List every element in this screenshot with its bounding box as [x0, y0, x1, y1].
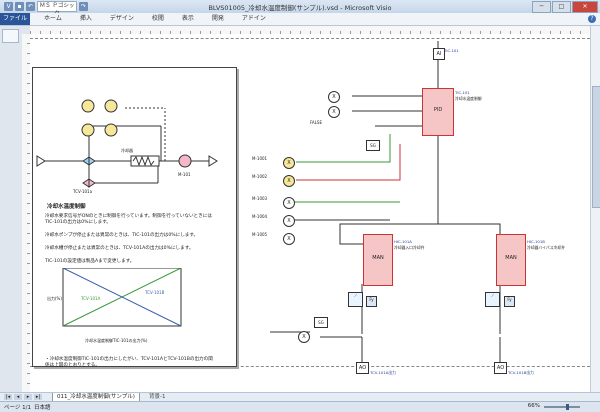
last-page-icon[interactable]: ▸| — [34, 394, 42, 400]
pid-desc: 冷却水温度制御 — [455, 96, 482, 101]
undo-icon[interactable]: ↶ — [26, 2, 35, 11]
tab-addins[interactable]: アドイン — [241, 15, 266, 22]
tab-view[interactable]: 表示 — [181, 15, 194, 22]
file-tab[interactable]: ファイル — [0, 13, 30, 25]
tab-insert[interactable]: 挿入 — [79, 15, 92, 22]
first-page-icon[interactable]: |◂ — [4, 394, 12, 400]
man-label: MAN — [505, 255, 517, 261]
input-tag: M-1005 — [252, 232, 268, 237]
sg-block[interactable]: SG — [314, 317, 328, 328]
tcv-a-tag: TCV-101A出力 — [370, 370, 396, 375]
input-switch[interactable]: X — [328, 91, 340, 103]
series-a-label: TCV-101A — [81, 296, 101, 301]
tab-home[interactable]: ホーム — [44, 15, 62, 22]
vertical-scrollbar[interactable] — [590, 26, 600, 392]
window-controls: ─ □ ✕ — [532, 1, 598, 13]
sg-block[interactable]: SG — [366, 140, 380, 151]
ao-block-a[interactable]: AO — [356, 362, 369, 374]
man-a-desc: 冷却器入口冷却弁 — [394, 245, 425, 250]
tab-background[interactable]: 背景-1 — [149, 394, 166, 400]
page-nav: |◂ ◂ ▸ ▸| — [4, 394, 42, 400]
curve-block-b[interactable]: ⟋ — [485, 292, 500, 307]
window-title: BLVS01005_冷却水温度制御(サンプル).vsd - Microsoft … — [208, 4, 392, 12]
input-tag: M-1004 — [252, 214, 268, 219]
visio-icon[interactable]: V — [4, 2, 13, 11]
input-switch[interactable]: X — [283, 175, 295, 187]
man-block-b[interactable]: MAN — [496, 234, 526, 286]
tab-design[interactable]: デザイン — [109, 15, 134, 22]
output-graph — [62, 268, 182, 327]
fy-block-a[interactable]: Fy — [366, 296, 377, 307]
bullet-item: 冷却水要求信号がONのときに制御を行っています。制御を行っていないときには TI… — [45, 214, 212, 225]
input-switch[interactable]: X — [283, 197, 295, 209]
drawing-canvas[interactable]: 冷却器 TCV-101a M-101 冷却水温度制御 冷却水要求信号がONのとき… — [30, 34, 590, 392]
title-bar: V ▪ ↶ ＭＳ Ｐゴシック ↷ BLVS01005_冷却水温度制御(サンプル)… — [0, 0, 600, 17]
man-a-tag: HIC-101A — [394, 239, 412, 244]
input-switch[interactable]: X — [283, 233, 295, 245]
input-switch[interactable]: X — [283, 157, 295, 169]
input-tag: M-1002 — [252, 174, 268, 179]
false-label: FALSE — [310, 120, 322, 125]
save-icon[interactable]: ▪ — [15, 2, 24, 11]
pid-label: PID — [433, 107, 443, 113]
description-bullets: 冷却水要求信号がONのときに制御を行っています。制御を行っていないときには TI… — [45, 214, 220, 272]
input-tag: M-1001 — [252, 156, 268, 161]
close-button[interactable]: ✕ — [572, 1, 598, 13]
ribbon-tabs: ファイル ホーム 挿入 デザイン 校閲 表示 開発 アドイン ? — [0, 13, 600, 26]
maximize-button[interactable]: □ — [552, 1, 571, 13]
fy-block-b[interactable]: Fy — [504, 296, 515, 307]
man-b-desc: 冷却器バイパス冷却弁 — [527, 245, 565, 250]
next-page-icon[interactable]: ▸ — [24, 394, 32, 400]
minimize-button[interactable]: ─ — [532, 1, 551, 13]
pid-tag: TIC-101 — [455, 90, 470, 95]
menu-items: ホーム 挿入 デザイン 校閲 表示 開発 アドイン — [35, 13, 275, 25]
shapes-panel-toggle-icon[interactable] — [2, 29, 19, 43]
language-indicator: 日本語 — [34, 405, 51, 411]
pid-block[interactable]: PID — [422, 88, 454, 136]
curve-block-a[interactable]: ⟋ — [348, 292, 363, 307]
cooler-label: 冷却器 — [121, 148, 133, 153]
description-page: 冷却器 TCV-101a M-101 冷却水温度制御 冷却水要求信号がONのとき… — [32, 67, 237, 368]
bullet-item: 冷却水槽が停止または異常のときは、TCV-101Aの出力は0%にします。 — [45, 246, 194, 251]
man-b-tag: HIC-101B — [527, 239, 545, 244]
prev-page-icon[interactable]: ◂ — [14, 394, 22, 400]
tic-tag: TIC-101 — [444, 48, 459, 53]
status-bar: ページ 1/1 日本語 66% — [0, 401, 600, 412]
valve-label: TCV-101a — [73, 189, 93, 194]
redo-icon[interactable]: ↷ — [79, 2, 88, 11]
zoom-slider[interactable] — [544, 404, 580, 410]
bullet-item: TIC-101の設定値は製品Aまで変更します。 — [45, 259, 135, 264]
input-switch[interactable]: X — [328, 106, 340, 118]
input-tag: M-1003 — [252, 196, 268, 201]
tab-developer[interactable]: 開発 — [211, 15, 224, 22]
man-label: MAN — [372, 255, 384, 261]
control-diagram-wires — [270, 41, 501, 364]
series-b-label: TCV-101B — [145, 290, 165, 295]
man-block-a[interactable]: MAN — [363, 234, 393, 286]
graph-ylabel: 出力(%) — [47, 296, 62, 301]
input-switch[interactable]: X — [283, 215, 295, 227]
graph-xlabel: 冷却水温度制御TIC-101の出力(%) — [85, 338, 148, 343]
zoom-level: 66% — [527, 403, 540, 409]
help-icon[interactable]: ? — [588, 15, 596, 23]
bullet-item: 冷却水ポンプが停止または異常のときは、TIC-101の出力は0%にします。 — [45, 233, 199, 238]
section-title: 冷却水温度制御 — [47, 204, 86, 210]
input-switch[interactable]: X — [298, 331, 310, 343]
process-sketch — [36, 99, 218, 188]
tcv-b-tag: TCV-101B出力 — [508, 370, 534, 375]
pump-label: M-101 — [178, 172, 191, 177]
scroll-thumb[interactable] — [592, 86, 600, 208]
zoom-slider-thumb[interactable] — [566, 404, 569, 410]
page-border-top — [30, 38, 590, 39]
ai-block[interactable]: AI — [433, 48, 445, 60]
ao-block-b[interactable]: AO — [494, 362, 507, 374]
page-indicator: ページ 1/1 — [4, 405, 31, 411]
page-border-bottom — [30, 366, 590, 367]
graph-note: ・冷却水温度制御TIC-101の出力にしたがい、TCV-101AとTCV-101… — [45, 357, 213, 368]
tab-review[interactable]: 校閲 — [151, 15, 164, 22]
